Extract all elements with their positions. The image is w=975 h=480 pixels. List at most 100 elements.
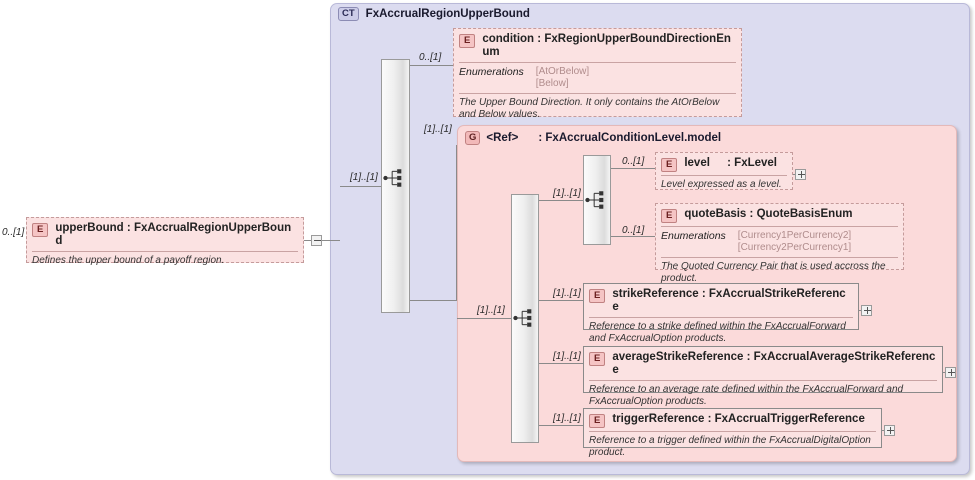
averageStrikeReference-type: FxAccrualAverageStrikeReference — [612, 351, 936, 376]
triggerReference-documentation: Reference to a trigger defined within th… — [589, 435, 871, 458]
compositor-sequence-choice[interactable] — [511, 194, 539, 443]
quoteBasis-head: E quoteBasis : QuoteBasisEnum — [656, 204, 903, 226]
divider — [459, 93, 736, 94]
connector-seq-level — [611, 168, 655, 169]
connector-into-choice — [457, 318, 511, 319]
divider — [589, 317, 853, 318]
condition-head: E condition : FxRegionUpperBoundDirectio… — [454, 29, 741, 62]
condition-label: condition — [482, 33, 535, 45]
connector-choice-avgstrike — [539, 363, 583, 364]
connector-into-root-seq — [340, 186, 381, 187]
cardinality-upperBound: 0..[1] — [2, 227, 25, 238]
enum-value: [Below] — [535, 78, 569, 89]
expand-toggle-averageStrikeReference[interactable] — [945, 367, 956, 378]
strikeReference-type: FxAccrualStrikeReference — [612, 288, 846, 313]
condition-separator: : — [537, 33, 542, 45]
averageStrikeReference-documentation: Reference to an average rate defined wit… — [589, 384, 904, 407]
e-tag-icon: E — [661, 209, 678, 223]
connector-avgstrike-expander — [943, 372, 946, 373]
divider — [661, 257, 898, 258]
averageStrikeReference-label: averageStrikeReference — [612, 351, 744, 363]
expand-toggle-triggerReference[interactable] — [884, 425, 895, 436]
group-type-label: : FxAccrualConditionLevel.model — [538, 132, 721, 144]
e-tag-icon: E — [32, 223, 49, 237]
level-documentation: Level expressed as a level. — [661, 179, 782, 190]
connector-group-to-seq — [539, 200, 583, 201]
cardinality-group-ref: [1]..[1] — [424, 124, 452, 135]
connector-choice-strike — [539, 300, 583, 301]
triggerReference-type: FxAccrualTriggerReference — [714, 413, 865, 425]
sequence-icon-root — [383, 169, 402, 187]
e-tag-icon: E — [589, 352, 606, 366]
enumerations-label: Enumerations — [661, 230, 726, 242]
condition-type: FxRegionUpperBoundDirectionEnum — [482, 33, 731, 58]
triggerReference-label: triggerReference — [612, 413, 705, 425]
enum-value: [Currency1PerCurrency2] — [737, 230, 852, 241]
expand-toggle-level[interactable] — [795, 169, 806, 180]
condition-enumerations: Enumerations [AtOrBelow] [Below] — [454, 63, 741, 93]
cardinality-quotebasis: 0..[1] — [622, 225, 645, 236]
sequence-icon-group — [585, 191, 604, 209]
averageStrikeReference-name: averageStrikeReference : FxAccrualAverag… — [612, 351, 936, 377]
element-box-averageStrikeReference[interactable]: E averageStrikeReference : FxAccrualAver… — [583, 346, 943, 407]
enum-value: [AtOrBelow] — [535, 66, 590, 77]
upperBound-head: E upperBound : FxAccrualRegionUpperBound — [27, 218, 303, 251]
cardinality-trigger-ref: [1]..[1] — [553, 413, 581, 424]
enumerations-label: Enumerations — [459, 66, 524, 78]
element-box-condition[interactable]: E condition : FxRegionUpperBoundDirectio… — [453, 28, 742, 120]
strikeReference-separator: : — [701, 288, 706, 300]
connector-root-seq-group — [410, 300, 457, 301]
triggerReference-name: triggerReference : FxAccrualTriggerRefer… — [612, 413, 865, 426]
quoteBasis-type: QuoteBasisEnum — [756, 208, 853, 220]
level-separator: : — [727, 157, 731, 169]
group-name: FxAccrualConditionLevel.model — [545, 132, 722, 144]
enumerations-values: [AtOrBelow] [Below] — [536, 66, 589, 90]
quoteBasis-name: quoteBasis : QuoteBasisEnum — [684, 208, 852, 221]
expand-toggle-strikeReference[interactable] — [861, 305, 872, 316]
triggerReference-separator: : — [707, 413, 712, 425]
element-box-strikeReference[interactable]: E strikeReference : FxAccrualStrikeRefer… — [583, 283, 859, 344]
level-label: level — [684, 157, 710, 169]
element-box-upperBound[interactable]: E upperBound : FxAccrualRegionUpperBound… — [26, 217, 304, 266]
connector-upperBound-to-ct — [322, 240, 340, 241]
connector-choice-trigger — [539, 425, 583, 426]
averageStrikeReference-separator: : — [746, 351, 751, 363]
connector-trigger-expander — [882, 430, 885, 431]
e-tag-icon: E — [459, 34, 476, 48]
complex-type-name: FxAccrualRegionUpperBound — [365, 8, 530, 20]
element-box-level[interactable]: E level : FxLevel Level expressed as a l… — [655, 152, 793, 190]
element-box-quoteBasis[interactable]: E quoteBasis : QuoteBasisEnum Enumeratio… — [655, 203, 904, 284]
group-header: G <Ref> : FxAccrualConditionLevel.model — [465, 131, 721, 145]
element-box-triggerReference[interactable]: E triggerReference : FxAccrualTriggerRef… — [583, 408, 882, 458]
compositor-sequence-root[interactable] — [381, 59, 410, 313]
level-type: FxLevel — [734, 157, 777, 169]
divider — [589, 380, 937, 381]
connector-root-seq-condition — [410, 65, 453, 66]
upperBound-name: upperBound : FxAccrualRegionUpperBound — [55, 222, 297, 248]
upperBound-documentation: Defines the upper bound of a payoff regi… — [32, 255, 225, 266]
connector-strike-expander — [859, 310, 862, 311]
level-name: level : FxLevel — [684, 157, 777, 170]
group-separator: : — [538, 132, 543, 144]
e-tag-icon: E — [589, 289, 606, 303]
cardinality-level: 0..[1] — [622, 156, 645, 167]
triggerReference-head: E triggerReference : FxAccrualTriggerRef… — [584, 409, 881, 431]
strikeReference-label: strikeReference — [612, 288, 699, 300]
connector-upperBound-out — [304, 240, 311, 241]
upperBound-label: upperBound — [55, 222, 124, 234]
cardinality-avg-strike-ref: [1]..[1] — [553, 351, 581, 362]
enum-value: [Currency2PerCurrency1] — [737, 242, 852, 253]
upperBound-type: FxAccrualRegionUpperBound — [55, 222, 292, 247]
condition-name: condition : FxRegionUpperBoundDirectionE… — [482, 33, 735, 59]
divider — [589, 431, 876, 432]
collapse-toggle-upperBound[interactable] — [311, 235, 322, 246]
complex-type-header: CT FxAccrualRegionUpperBound — [338, 7, 530, 21]
condition-documentation: The Upper Bound Direction. It only conta… — [459, 97, 720, 120]
quoteBasis-documentation: The Quoted Currency Pair that is used ac… — [661, 261, 886, 284]
divider — [459, 62, 736, 63]
divider — [661, 175, 787, 176]
quoteBasis-separator: : — [749, 208, 754, 220]
quoteBasis-label: quoteBasis — [684, 208, 747, 220]
sequence-icon-choice — [513, 309, 532, 327]
